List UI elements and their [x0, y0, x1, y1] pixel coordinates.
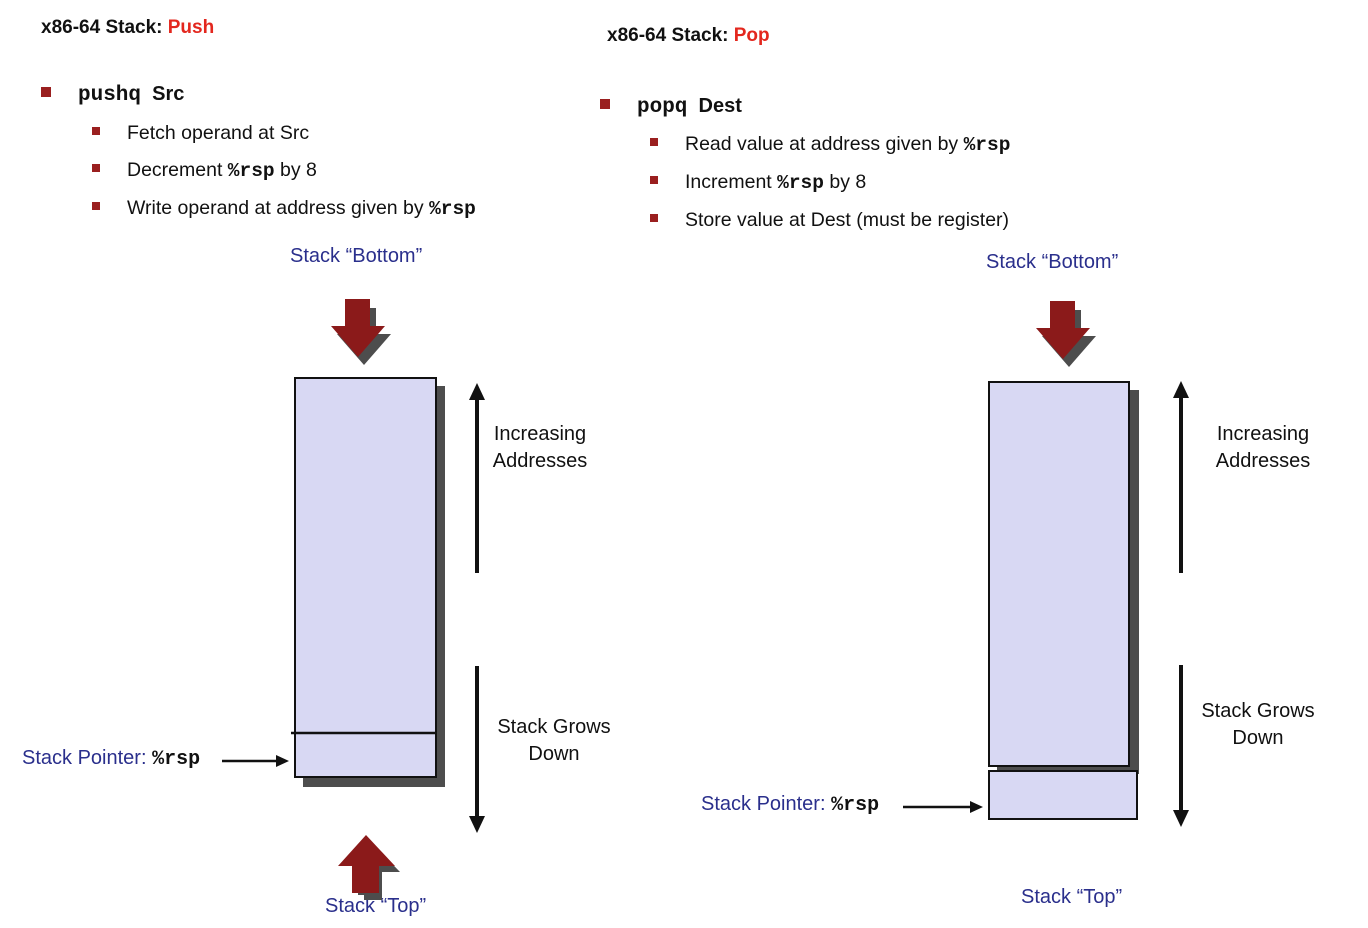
pop-step-1: Read value at address given by %rsp	[650, 133, 1010, 156]
bullet-square-icon	[600, 99, 610, 109]
push-stack-bottom-label: Stack “Bottom”	[290, 245, 423, 267]
pop-grows-down-arrow-icon	[1173, 665, 1189, 827]
bullet-square-icon	[41, 87, 51, 97]
push-step-3: Write operand at address given by %rsp	[92, 197, 476, 220]
bullet-square-icon	[650, 176, 658, 184]
pop-stack-memory	[988, 381, 1130, 767]
push-stack-grows-down-label: Stack Grows Down	[497, 716, 611, 765]
bullet-square-icon	[92, 164, 100, 172]
pop-title-accent: Pop	[733, 25, 770, 46]
pop-stack-grows-down-label: Stack Grows Down	[1201, 700, 1315, 749]
push-stack-top-label: Stack “Top”	[325, 895, 427, 917]
pop-bottom-down-arrow-icon	[1036, 301, 1096, 367]
push-top-up-arrow-icon	[338, 835, 400, 900]
pop-stack-bottom-label: Stack “Bottom”	[986, 251, 1119, 273]
push-grows-down-arrow-icon	[469, 666, 485, 833]
push-step-1: Fetch operand at Src	[92, 122, 309, 145]
bullet-square-icon	[92, 202, 100, 210]
push-increasing-addresses-label: Increasing Addresses	[492, 423, 588, 472]
push-bottom-down-arrow-icon	[331, 299, 391, 365]
pop-stack-top-label: Stack “Top”	[1021, 886, 1123, 908]
pop-pointer-right-arrow-icon	[903, 801, 983, 813]
push-pointer-right-arrow-icon	[222, 755, 289, 767]
pop-increasing-up-arrow-icon	[1173, 381, 1189, 573]
pop-step-3: Store value at Dest (must be register)	[650, 209, 1009, 232]
pop-title: x86-64 Stack: Pop	[607, 25, 770, 46]
pop-stack-pointer-label: Stack Pointer: %rsp	[701, 793, 880, 817]
push-instruction: pushq Src	[41, 83, 184, 107]
bullet-square-icon	[92, 127, 100, 135]
push-step-2: Decrement %rsp by 8	[92, 159, 317, 182]
bullet-square-icon	[650, 138, 658, 146]
pop-stack-popped-slot	[988, 770, 1138, 820]
push-stack-memory	[294, 377, 437, 778]
pop-increasing-addresses-label: Increasing Addresses	[1215, 423, 1311, 472]
push-stack-pointer-label: Stack Pointer: %rsp	[22, 747, 201, 771]
pop-instruction: popq Dest	[600, 95, 742, 119]
push-title: x86-64 Stack: Push	[41, 17, 215, 38]
push-title-accent: Push	[167, 17, 215, 38]
bullet-square-icon	[650, 214, 658, 222]
push-increasing-up-arrow-icon	[469, 383, 485, 573]
pop-step-2: Increment %rsp by 8	[650, 171, 866, 194]
